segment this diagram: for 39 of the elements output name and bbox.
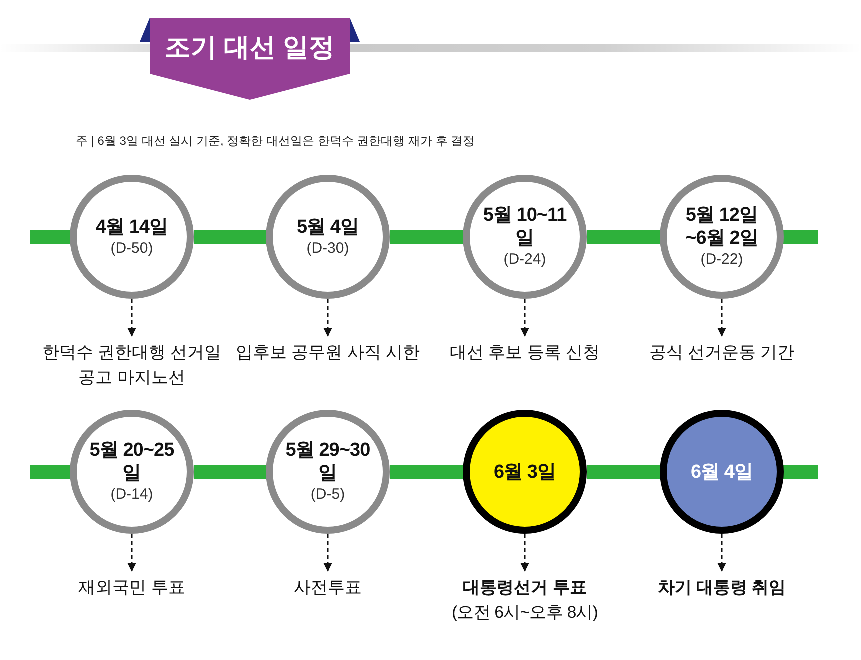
timeline-segment <box>390 465 463 479</box>
d-day-text: (D-50) <box>110 238 154 258</box>
d-day-text: (D-22) <box>700 250 744 270</box>
time-text: (오전 6시~오후 8시) <box>452 602 598 624</box>
date-text: 6월 4일 <box>690 460 754 484</box>
dashed-arrow <box>520 534 530 572</box>
date-text: 5월 29~30일 <box>284 439 372 485</box>
event-text: 대통령선거 투표 <box>463 577 587 599</box>
date-text: 6월 3일 <box>492 460 558 484</box>
event-text: 재외국민 투표 <box>78 577 186 599</box>
dashed-arrow <box>324 299 332 337</box>
note-text: 주 | 6월 3일 대선 실시 기준, 정확한 대선일은 한덕수 권한대행 재가 후 결정 <box>76 133 476 150</box>
date-text: 5월 12일 ~6월 2일 <box>684 204 760 250</box>
timeline-segment <box>587 465 660 479</box>
event-text: 대선 후보 등록 신청 <box>450 342 600 364</box>
d-day-text: (D-5) <box>310 485 346 505</box>
dashed-arrow <box>324 534 332 572</box>
event-text: 공식 선거운동 기간 <box>649 342 795 364</box>
date-text: 5월 20~25일 <box>88 439 176 485</box>
d-day-text: (D-30) <box>306 238 350 258</box>
dashed-arrow <box>128 299 136 337</box>
date-text: 5월 4일 <box>296 216 360 238</box>
d-day-text: (D-24) <box>504 250 546 270</box>
dashed-arrow <box>128 534 136 572</box>
event-text: 입후보 공무원 사직 시한 <box>236 342 420 364</box>
d-day-text: (D-14) <box>110 485 154 505</box>
timeline-segment <box>587 230 660 244</box>
timeline-segment <box>194 465 266 479</box>
timeline-segment <box>194 230 266 244</box>
dashed-arrow <box>718 534 726 572</box>
date-text: 5월 10~11일 <box>482 204 568 250</box>
dashed-arrow <box>718 299 726 337</box>
event-text: 사전투표 <box>294 577 362 599</box>
event-text: 한덕수 권한대행 선거일 공고 마지노선 <box>41 342 223 389</box>
title: 조기 대선 일정 <box>164 31 336 64</box>
timeline-segment <box>390 230 463 244</box>
dashed-arrow <box>520 299 530 337</box>
event-text: 차기 대통령 취임 <box>658 577 786 599</box>
date-text: 4월 14일 <box>94 216 170 238</box>
